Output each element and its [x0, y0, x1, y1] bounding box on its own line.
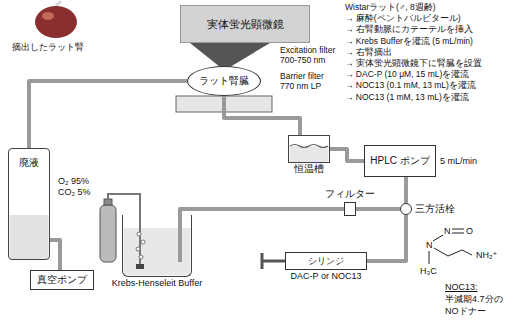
- stopcock-symbol: 三方活栓: [400, 203, 412, 215]
- tube-connector: [50, 240, 60, 270]
- step-text: → DAC-P (10 μM, 15 mL)を灌流: [345, 70, 469, 80]
- node-label: HPLC ポンプ: [370, 155, 429, 167]
- step-text: → 麻酔(ペントバルビタール): [345, 14, 461, 24]
- gas-mix: O₂ 95%: [58, 176, 89, 186]
- node-label: フィルター: [325, 189, 375, 200]
- atom-label: N: [444, 226, 451, 236]
- node-label: シリンジ: [308, 256, 344, 266]
- step-text: → Krebs Bufferを灌流 (5 mL/min): [345, 37, 473, 47]
- tube-connector: [29, 81, 187, 148]
- kidney-photo: [35, 1, 77, 38]
- filter-spec: Barrier filter 770 nm LP: [280, 72, 338, 92]
- microscope-box: 実体蛍光顕微鏡: [180, 5, 310, 43]
- buffer-beaker: Krebs-Henseleit Buffer: [122, 215, 192, 277]
- flow-rate: 5 mL/min: [440, 156, 477, 166]
- atom-label: O: [466, 226, 473, 236]
- step-text: → NOC13 (0.1 mM, 13 mL)を灌流: [345, 81, 476, 91]
- water-wave: [290, 145, 328, 148]
- filter-spec: Excitation filter 700-750 nm: [280, 46, 338, 66]
- node-label: 実体蛍光顕微鏡: [207, 18, 284, 31]
- node-label: DAC-P or NOC13: [291, 271, 362, 281]
- node-label: 廃液: [9, 157, 49, 169]
- syringe-plunger: [262, 253, 285, 269]
- tube-connector: [330, 149, 364, 161]
- tube-connector: [367, 215, 406, 261]
- step-text: → 実体蛍光顕微鏡下に腎臓を設置: [345, 59, 482, 69]
- vacuum-pump-box: 真空ポンプ: [30, 270, 94, 290]
- waste-bottle: 廃液: [8, 148, 50, 260]
- compound-note: 半減期4.7分の: [445, 294, 503, 304]
- node-label: 真空ポンプ: [37, 275, 87, 286]
- atom-label: NH₂⁺: [476, 250, 497, 260]
- step-text: → NOC13 (1 mM, 13 mL)を灌流: [345, 93, 469, 103]
- waste-liquid: [10, 215, 49, 259]
- node-label: 恒温槽: [294, 164, 324, 175]
- node-label: Krebs-Henseleit Buffer: [112, 278, 202, 288]
- bath-water: [290, 146, 329, 162]
- node-label: ラット腎臓: [199, 76, 249, 87]
- noc13-structure: [429, 229, 472, 264]
- dip-tube: [178, 215, 182, 262]
- step-text: → 右腎動脈にカテーテルを挿入: [345, 25, 473, 35]
- filter-symbol: フィルター: [344, 202, 356, 216]
- step-text: → 右腎摘出: [345, 48, 392, 58]
- kidney-oval: ラット腎臓: [187, 66, 261, 96]
- node-label: 三方活栓: [415, 204, 455, 215]
- atom-label: H₃C: [420, 266, 437, 276]
- water-bath: 恒温槽: [288, 135, 330, 163]
- tube-connector: [356, 207, 400, 211]
- compound-note: NOドナー: [445, 306, 486, 316]
- syringe-barrel: シリンジDAC-P or NOC13: [285, 252, 367, 270]
- tube-connector: [404, 177, 408, 203]
- atom-label: N: [426, 240, 433, 250]
- compound-name: NOC13:: [445, 282, 478, 292]
- pump-box: HPLC ポンプ: [364, 145, 436, 177]
- photo-caption: 摘出したラット腎: [12, 42, 84, 52]
- light-cone: [190, 43, 270, 67]
- tube-connector: [180, 209, 344, 215]
- tube-connector: [224, 96, 300, 135]
- gas-mix: CO₂ 5%: [58, 187, 91, 197]
- step-text: Wistarラット(♂, 8週齢): [345, 3, 436, 13]
